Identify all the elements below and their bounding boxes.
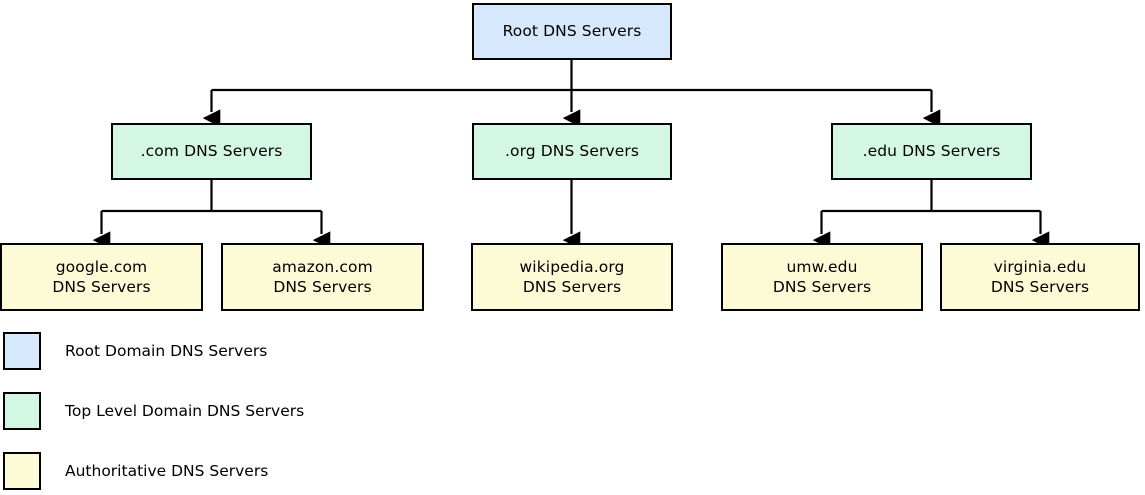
node-amazon-com-dns-servers[interactable]: amazon.com DNS Servers (221, 243, 424, 311)
legend-item-top-level-domain: Top Level Domain DNS Servers (3, 392, 304, 430)
legend-label-authoritative: Authoritative DNS Servers (65, 462, 269, 480)
legend-item-root-domain: Root Domain DNS Servers (3, 332, 267, 370)
legend-label-root-domain: Root Domain DNS Servers (65, 342, 268, 360)
node-org-dns-servers[interactable]: .org DNS Servers (472, 123, 672, 180)
legend-item-authoritative: Authoritative DNS Servers (3, 452, 268, 490)
legend-swatch-authoritative (3, 452, 41, 490)
legend-swatch-root-domain (3, 332, 41, 370)
node-umw-edu-dns-servers[interactable]: umw.edu DNS Servers (721, 243, 923, 311)
node-root-dns-servers[interactable]: Root DNS Servers (472, 3, 672, 60)
legend-swatch-top-level-domain (3, 392, 41, 430)
edge-edu-to-children-bus (821, 180, 1041, 213)
node-com-dns-servers[interactable]: .com DNS Servers (111, 123, 312, 180)
edge-root-to-tld-bus (211, 60, 932, 92)
legend-label-top-level-domain: Top Level Domain DNS Servers (65, 402, 305, 420)
node-wikipedia-org-dns-servers[interactable]: wikipedia.org DNS Servers (471, 243, 673, 311)
node-edu-dns-servers[interactable]: .edu DNS Servers (831, 123, 1032, 180)
edge-com-to-children-bus (101, 180, 322, 213)
node-google-com-dns-servers[interactable]: google.com DNS Servers (0, 243, 203, 311)
node-virginia-edu-dns-servers[interactable]: virginia.edu DNS Servers (940, 243, 1140, 311)
